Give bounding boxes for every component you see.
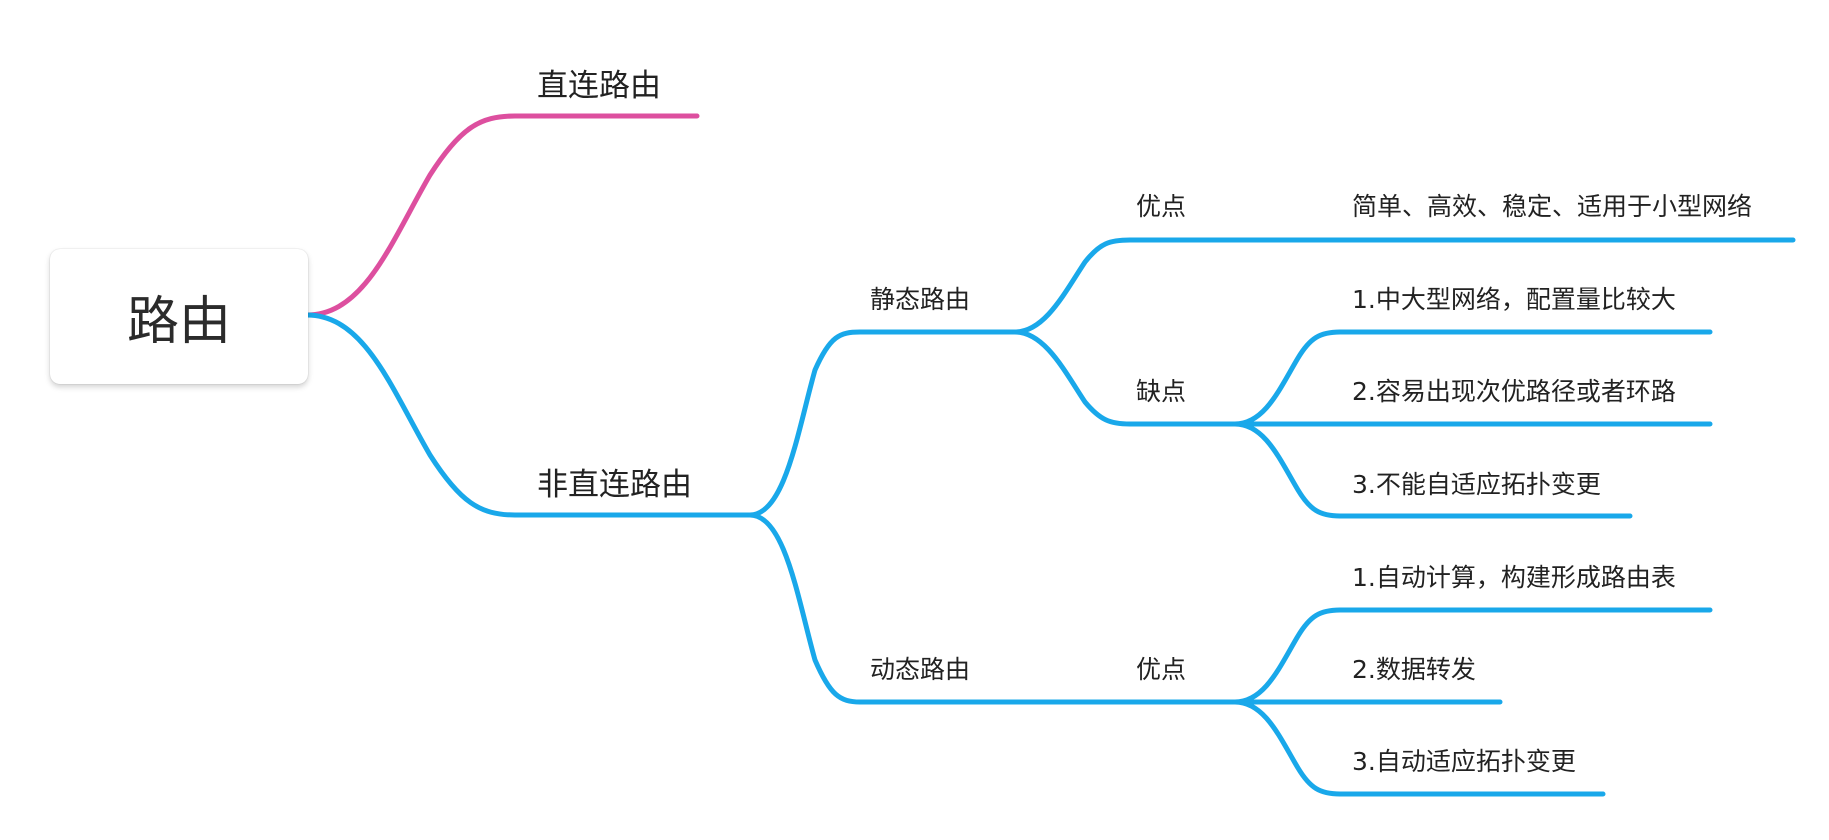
edge-root-to-direct — [304, 113, 700, 318]
root-label: 路由 — [126, 292, 231, 352]
edge-dynamic-pros-to-item-1 — [1232, 607, 1713, 705]
edge-cons-to-item-1 — [1232, 329, 1713, 427]
leaf-static-cons-3[interactable]: 3.不能自适应拓扑变更 — [1352, 470, 1601, 499]
node-static-route[interactable]: 静态路由 — [870, 285, 971, 314]
node-dynamic-pros[interactable]: 优点 — [1136, 655, 1187, 684]
leaf-dynamic-pros-2[interactable]: 2.数据转发 — [1352, 655, 1476, 684]
root-node[interactable]: 路由 — [50, 249, 308, 384]
edge-dynamic-pros-to-item-3 — [1232, 699, 1606, 797]
node-indirect-route[interactable]: 非直连路由 — [537, 467, 692, 503]
leaf-static-pros-1[interactable]: 简单、高效、稳定、适用于小型网络 — [1352, 192, 1753, 221]
edge-static-to-cons — [1012, 329, 1238, 427]
edge-root-to-indirect — [304, 312, 753, 518]
edge-indirect-to-dynamic — [747, 512, 1003, 705]
node-dynamic-route[interactable]: 动态路由 — [870, 655, 971, 684]
edge-cons-to-item-3 — [1232, 421, 1633, 519]
leaf-dynamic-pros-3[interactable]: 3.自动适应拓扑变更 — [1352, 747, 1576, 776]
leaf-dynamic-pros-1[interactable]: 1.自动计算，构建形成路由表 — [1352, 563, 1676, 592]
edge-static-to-pros — [1012, 237, 1213, 335]
leaf-static-cons-2[interactable]: 2.容易出现次优路径或者环路 — [1352, 377, 1676, 406]
node-static-cons[interactable]: 缺点 — [1136, 377, 1187, 406]
node-direct-route[interactable]: 直连路由 — [537, 68, 661, 104]
edge-indirect-to-static — [747, 329, 1018, 518]
leaf-static-cons-1[interactable]: 1.中大型网络，配置量比较大 — [1352, 285, 1676, 314]
node-static-pros[interactable]: 优点 — [1136, 192, 1187, 221]
